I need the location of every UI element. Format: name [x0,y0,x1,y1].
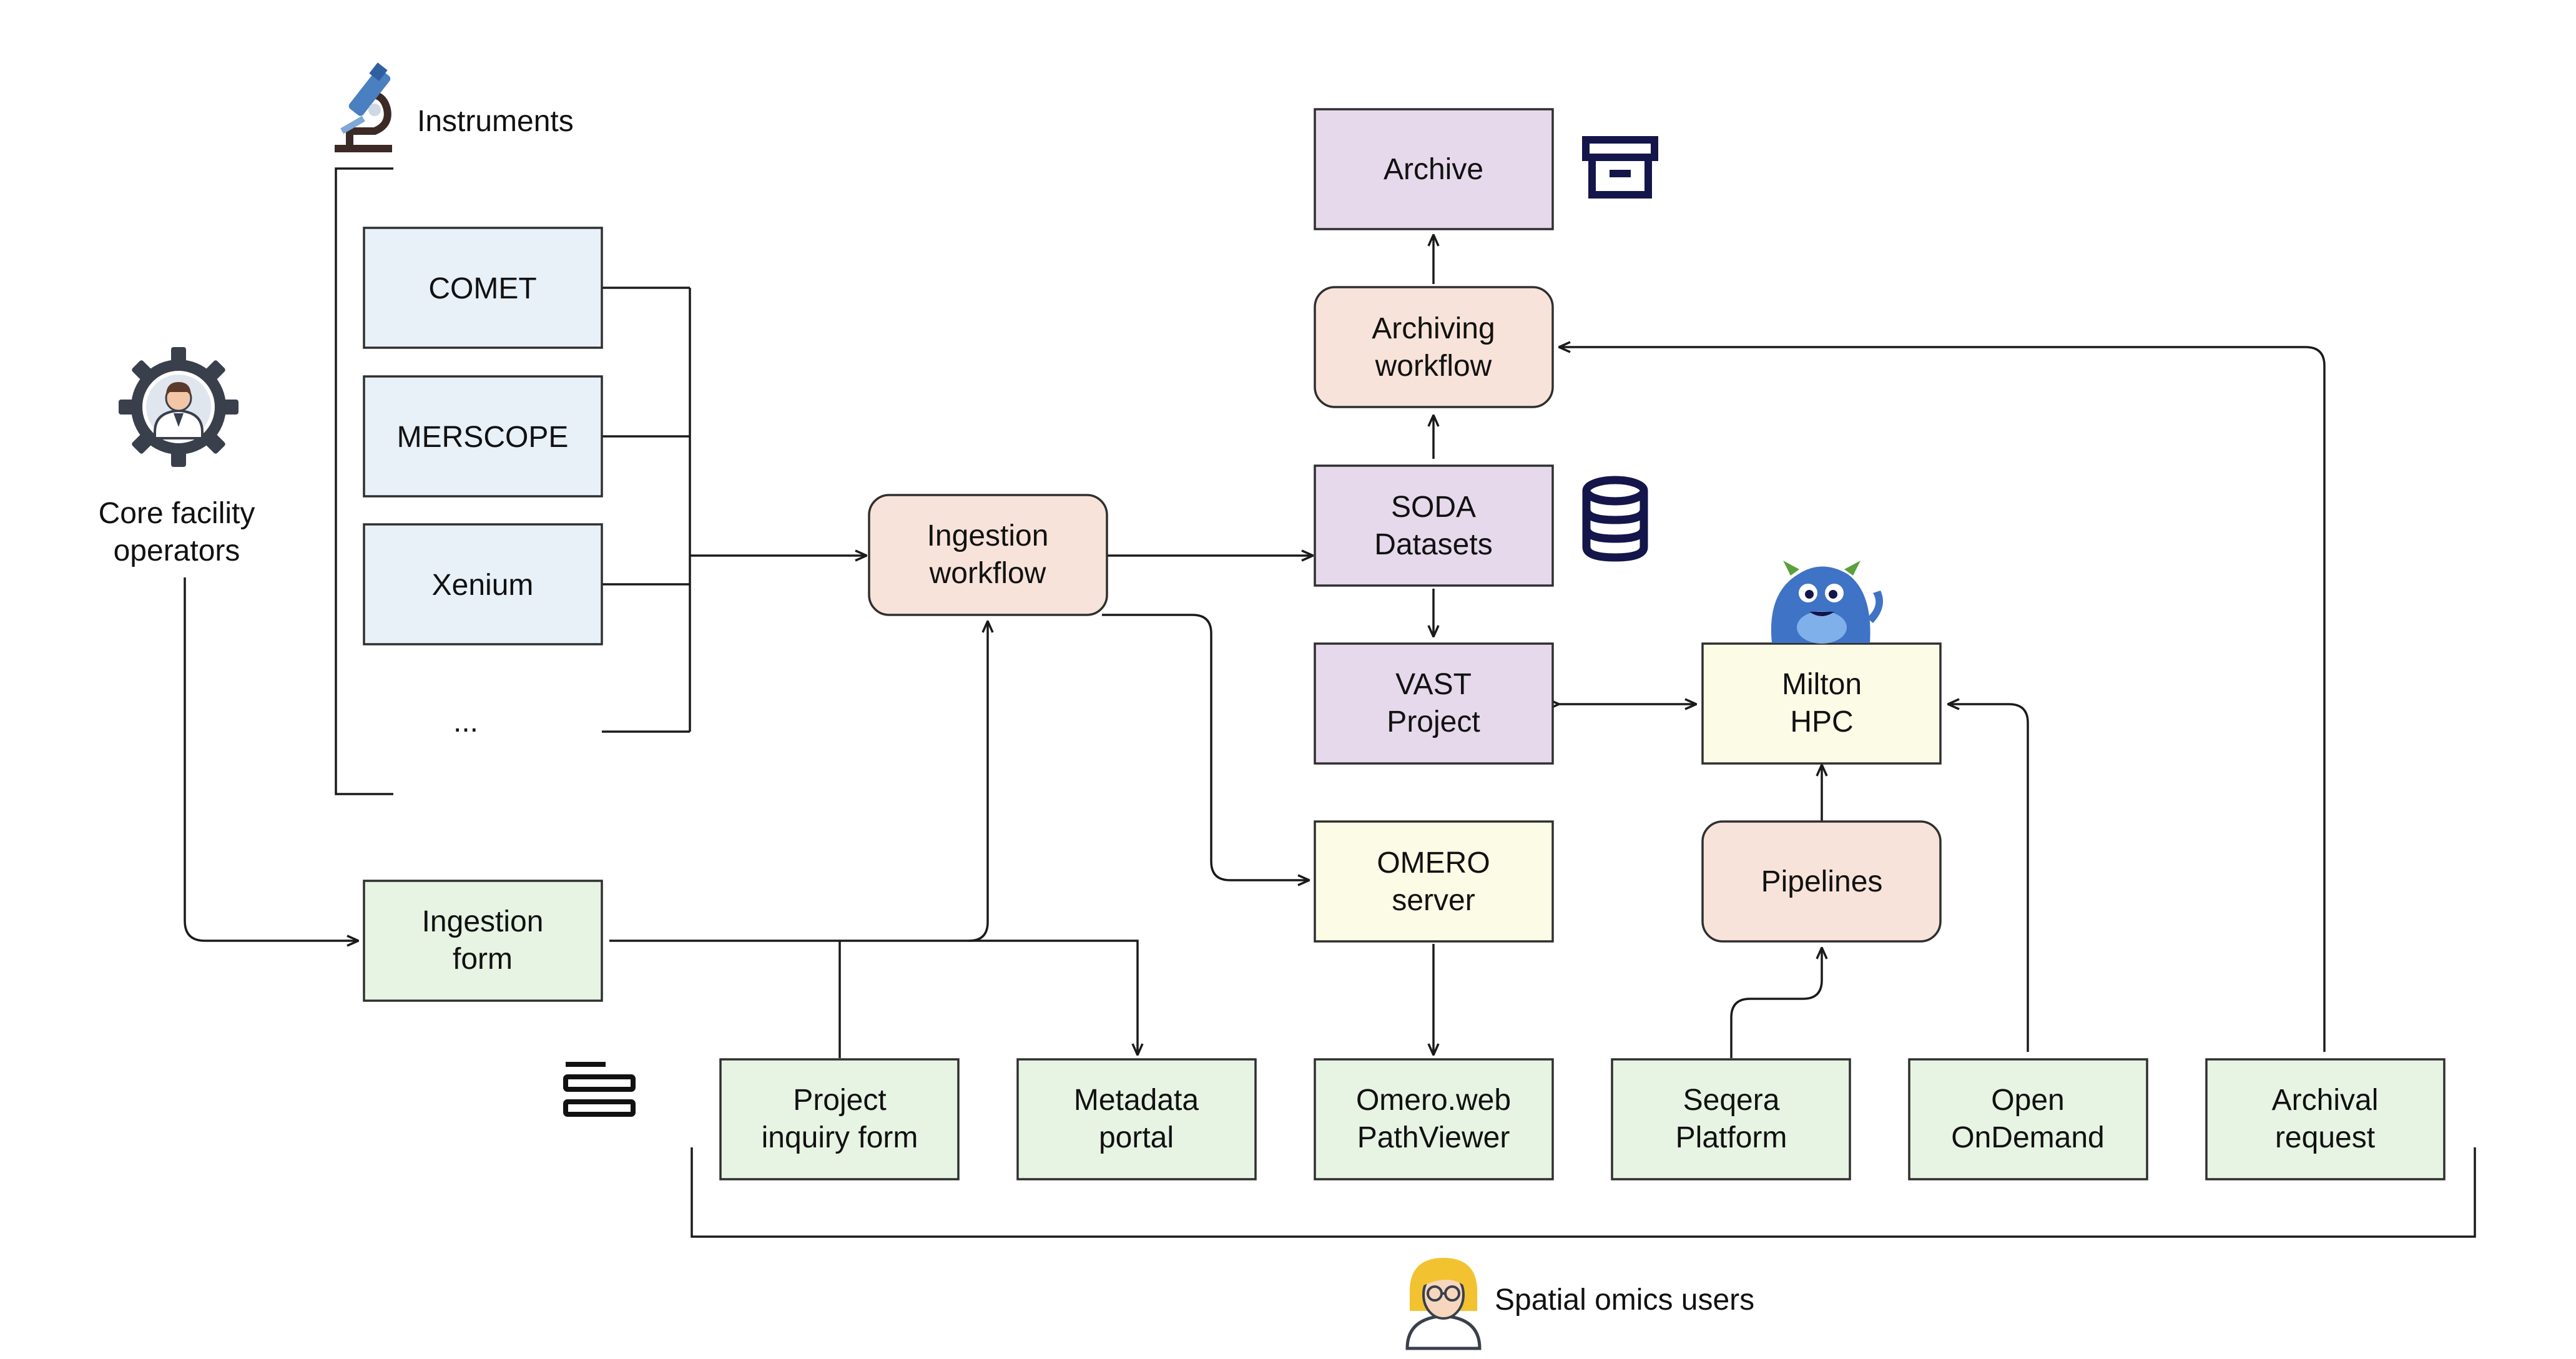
omero-server-label-line1: OMERO [1377,846,1490,880]
seqera-platform[interactable]: Seqera Platform [1611,1058,1851,1180]
archival-request-label-line1: Archival [2272,1084,2379,1117]
pipelines[interactable]: Pipelines [1701,820,1942,943]
ingestion-form-label-line2: form [453,943,513,976]
instrument-more: ... [453,705,478,738]
project-inquiry-form-label-line1: Project [793,1084,886,1117]
project-inquiry-form[interactable]: Project inquiry form [719,1058,960,1180]
ingestion-form-label-line1: Ingestion [422,905,544,938]
microscope-icon [335,62,392,152]
form-lines-icon [563,1062,636,1117]
metadata-portal-label-line1: Metadata [1074,1084,1199,1117]
instrument-xenium[interactable]: Xenium [363,523,603,645]
gear-person-icon [119,347,238,467]
milton-hpc[interactable]: Milton HPC [1701,642,1942,765]
archive[interactable]: Archive [1314,108,1554,230]
seqera-platform-label-line2: Platform [1676,1121,1787,1154]
open-ondemand[interactable]: Open OnDemand [1908,1058,2148,1180]
milton-hpc-label-line1: Milton [1782,668,1862,701]
edge-seqera-to-pipelines [1730,948,1822,1058]
vast-project-label-line1: VAST [1395,668,1472,701]
operators-label-line2: operators [114,534,240,567]
database-icon [1582,476,1648,562]
edge-form-to-metadata [969,940,1138,1055]
edge-ingestion-to-omero [1102,614,1309,880]
edge-form-to-ingestion [609,621,988,942]
soda-datasets[interactable]: SODA Datasets [1314,464,1554,587]
pipelines-label: Pipelines [1761,865,1883,898]
vast-project[interactable]: VAST Project [1314,642,1554,765]
ingestion-form[interactable]: Ingestion form [363,880,603,1002]
instrument-more-label: ... [453,705,478,738]
instrument-merscope-label: MERSCOPE [397,421,569,454]
instrument-xenium-label: Xenium [432,569,534,602]
users-bracket [691,1147,2476,1238]
user-avatar-icon [1405,1258,1482,1350]
instrument-comet[interactable]: COMET [363,227,603,349]
archiving-workflow[interactable]: Archiving workflow [1314,286,1554,408]
blue-monster-mascot-icon [1771,561,1883,644]
ingestion-workflow-label-line2: workflow [929,557,1046,590]
metadata-portal-label-line2: portal [1099,1121,1174,1154]
omero-web-pathviewer[interactable]: Omero.web PathViewer [1314,1058,1554,1180]
project-inquiry-form-label-line2: inquiry form [762,1121,918,1154]
ingestion-workflow[interactable]: Ingestion workflow [868,494,1108,616]
edge-archival-request-to-archiving [1559,347,2326,1052]
soda-datasets-label-line1: SODA [1391,491,1476,524]
omero-web-pathviewer-label-line1: Omero.web [1356,1084,1511,1117]
soda-datasets-label-line2: Datasets [1374,528,1492,561]
instruments-bracket [335,167,393,795]
operators-label-line1: Core facility [99,497,255,530]
archive-label: Archive [1384,153,1483,186]
archival-request-label-line2: request [2275,1121,2375,1154]
open-ondemand-label-line1: Open [1991,1084,2064,1117]
vast-project-label-line2: Project [1387,705,1480,738]
archival-request[interactable]: Archival request [2205,1058,2446,1180]
metadata-portal[interactable]: Metadata portal [1016,1058,1257,1180]
connectors [184,167,2476,1238]
milton-hpc-label-line2: HPC [1790,705,1853,738]
archiving-workflow-label-line2: workflow [1375,350,1492,383]
archive-box-icon [1582,136,1658,199]
instrument-comet-label: COMET [428,272,536,305]
open-ondemand-label-line2: OnDemand [1951,1121,2104,1154]
ingestion-workflow-label-line1: Ingestion [927,519,1049,552]
edge-operators-to-form [184,577,358,941]
edge-ondemand-to-milton [1948,704,2029,1052]
archiving-workflow-label-line1: Archiving [1372,312,1495,345]
instruments-group-label: Instruments [417,105,574,138]
omero-server-label-line2: server [1392,884,1475,917]
users-group-label: Spatial omics users [1495,1283,1754,1317]
omero-server[interactable]: OMERO server [1314,820,1554,943]
seqera-platform-label-line1: Seqera [1683,1084,1780,1117]
instrument-merscope[interactable]: MERSCOPE [363,375,603,498]
omero-web-pathviewer-label-line2: PathViewer [1357,1121,1510,1154]
